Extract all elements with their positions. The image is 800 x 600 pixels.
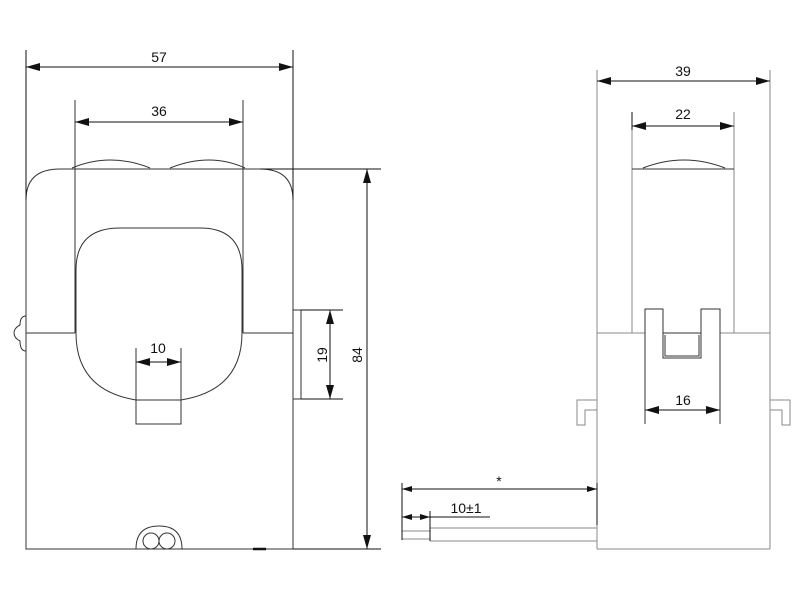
front-body-outline	[25, 168, 294, 550]
dim-39-label: 39	[675, 63, 691, 79]
top-arc-left	[71, 159, 151, 169]
slot	[135, 399, 182, 425]
cable-hole-right	[158, 532, 176, 550]
dim-57-label: 57	[151, 49, 167, 65]
dim-22-label: 22	[675, 106, 691, 122]
hook-right	[770, 399, 791, 426]
side-tab	[292, 309, 302, 400]
inner-opening	[75, 227, 243, 401]
dim-10-label: 10	[150, 340, 166, 356]
cable-exit-arc	[135, 525, 183, 550]
top-arc-right	[169, 159, 246, 169]
front-view: 57 36 10 19 84	[13, 49, 381, 551]
dim-16-label: 16	[675, 392, 691, 408]
clip	[644, 308, 721, 424]
dim-36-label: 36	[151, 103, 167, 119]
dim-strip-length-label: 10±1	[450, 500, 481, 516]
latch-bump	[13, 315, 27, 352]
dim-19-label: 19	[314, 347, 330, 363]
dim-cable-length-label: *	[496, 473, 502, 489]
side-view: 39 22 16 * 10±1	[401, 63, 791, 550]
cable-stripped-end	[401, 530, 431, 540]
cable-hole-left	[142, 532, 160, 550]
hook-left	[576, 399, 597, 426]
dim-84-label: 84	[349, 347, 365, 363]
